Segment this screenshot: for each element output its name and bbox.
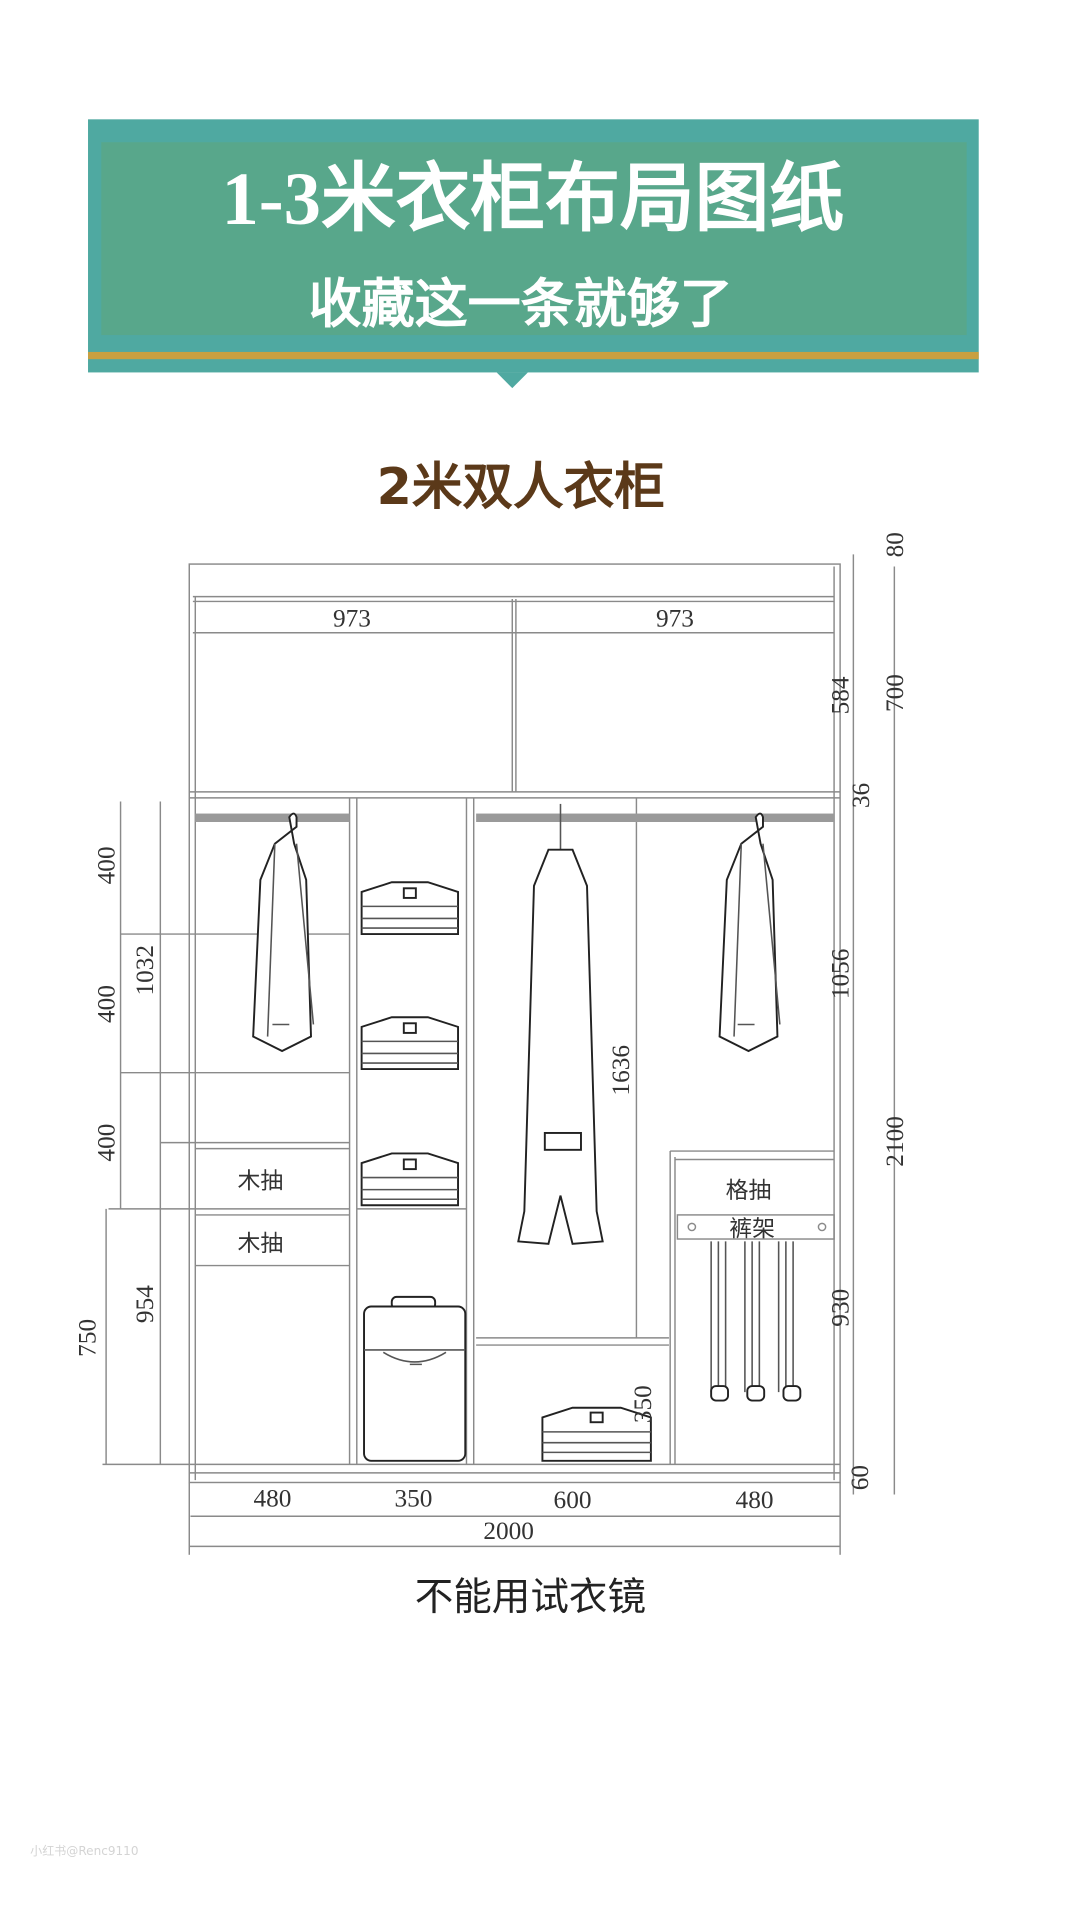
caption: 不能用试衣镜 (415, 1575, 646, 1620)
banner-subtitle: 收藏这一条就够了 (309, 273, 733, 335)
dim-plinth: 60 (846, 1465, 874, 1490)
dim-bottom-4: 480 (736, 1486, 774, 1514)
dim-top-left: 973 (333, 605, 371, 633)
hanging-coat-icon (252, 812, 315, 1053)
label-pants-rack: 裤架 (729, 1217, 775, 1243)
dim-shelf-1: 400 (93, 846, 121, 884)
folded-shirts-icon (360, 1152, 460, 1207)
folded-shirts-icon (541, 1406, 652, 1462)
folded-shirts-icon (360, 1016, 460, 1071)
dim-bottom-2: 350 (394, 1485, 432, 1513)
suitcase-icon (363, 1295, 467, 1462)
banner-title: 1-3米衣柜布局图纸 (221, 158, 844, 241)
label-wood-drawer-2: 木抽 (237, 1231, 283, 1257)
dim-upper-total: 700 (881, 674, 909, 712)
section-title: 2米双人衣柜 (377, 457, 665, 516)
label-grid-drawer: 格抽 (726, 1178, 772, 1204)
dim-board: 36 (847, 783, 875, 808)
hanging-coat-icon (718, 812, 781, 1053)
dim-hanging-right: 1056 (827, 949, 855, 1000)
dim-upper-inner: 584 (827, 676, 855, 714)
banner-pointer (496, 372, 528, 389)
long-coat-icon (517, 803, 604, 1245)
dim-bottom-shelf: 350 (629, 1385, 657, 1423)
dim-shelf-3: 400 (93, 1124, 121, 1162)
dim-pants-section: 930 (827, 1289, 855, 1327)
label-wood-drawer-1: 木抽 (237, 1168, 283, 1194)
hanging-rail-right (476, 813, 835, 822)
dim-bottom-1: 480 (253, 1485, 291, 1513)
hanging-rail-left (195, 813, 350, 822)
dim-shelf-2: 400 (93, 985, 121, 1023)
title-banner: 1-3米衣柜布局图纸 收藏这一条就够了 (88, 119, 979, 389)
dim-long-hanging: 1636 (607, 1045, 635, 1096)
dim-top-gap: 80 (881, 532, 909, 557)
dim-hanging-left: 1032 (131, 945, 159, 996)
dim-top-right: 973 (656, 605, 694, 633)
folded-shirts-icon (360, 881, 460, 936)
dim-total-height: 2100 (881, 1116, 909, 1167)
dim-drawer-zone: 954 (131, 1285, 159, 1323)
dim-lower: 750 (73, 1319, 101, 1357)
watermark: 小红书@Renc9110 (30, 1843, 138, 1858)
dim-bottom-3: 600 (554, 1486, 592, 1514)
dim-total-width: 2000 (483, 1517, 534, 1545)
wardrobe-drawing: 973 973 80 700 584 36 1056 2100 930 60 4… (73, 532, 909, 1555)
pants-icon (710, 1241, 802, 1402)
